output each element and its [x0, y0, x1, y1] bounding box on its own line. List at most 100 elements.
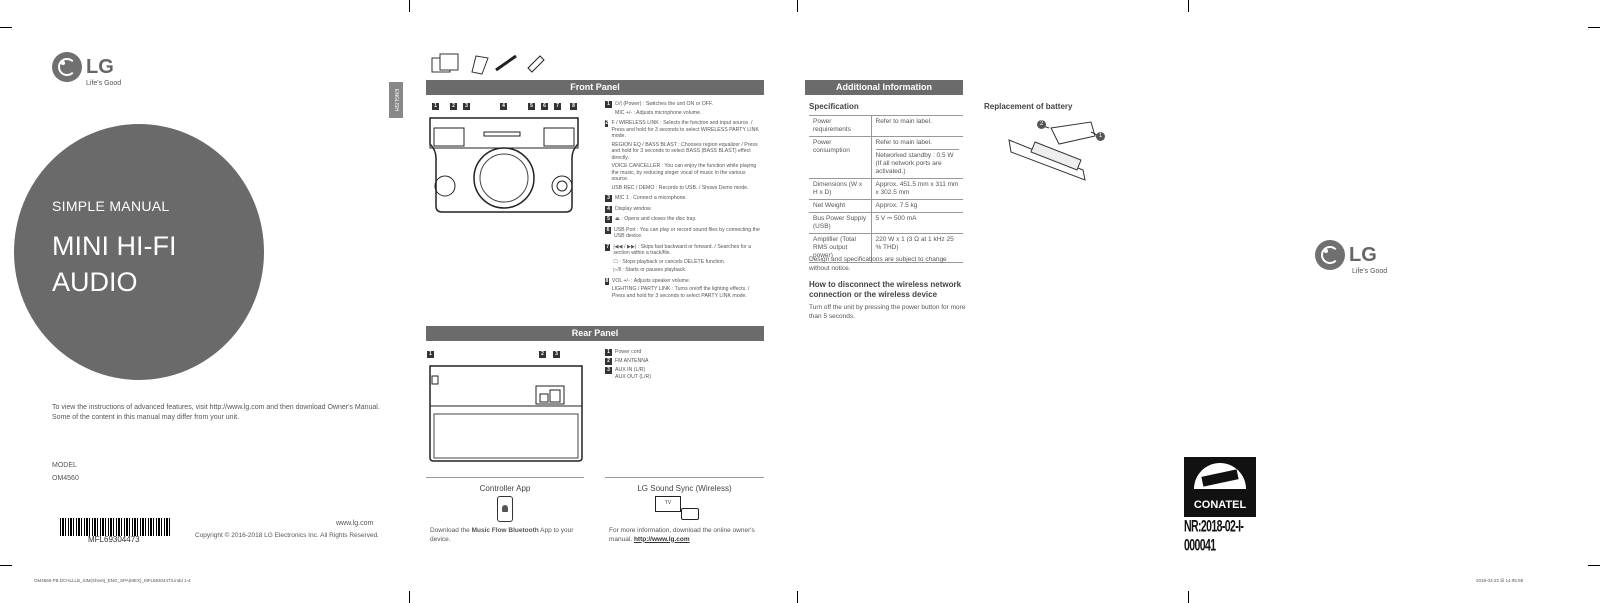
crop-mark: [0, 565, 12, 566]
front-callout: 7: [554, 103, 561, 110]
spec-value: Approx. 451.5 mm x 311 mm x 302.5 mm: [871, 178, 963, 200]
conatel-emblem: [1194, 463, 1246, 489]
spec-row: Amplifier (Total RMS output power)220 W …: [809, 233, 963, 263]
slogan: Life's Good: [86, 80, 122, 87]
smartphone-icon: [497, 496, 513, 522]
conatel-name: CONATEL: [1193, 499, 1247, 511]
item-number: 7: [605, 243, 611, 251]
rear-callout: 3: [553, 351, 560, 358]
controller-text-pre: Download the: [430, 527, 472, 534]
item-number: 6: [605, 226, 611, 234]
divider: [605, 477, 764, 478]
rear-panel-illustration: [426, 362, 586, 464]
battery-title: Replacement of battery: [984, 102, 1073, 111]
brand: LG: [1349, 243, 1377, 266]
additional-info-header: Additional Information: [805, 80, 963, 95]
item-number: 4: [605, 205, 612, 213]
front-item: 7|◀◀ / ▶▶| : Skips fast backward or forw…: [605, 243, 763, 276]
item-text: USB REC / DEMO : Records to USB. / Shows…: [611, 184, 749, 191]
crop-mark: [1588, 27, 1600, 28]
rear-callout: 1: [427, 351, 434, 358]
manual-type: SIMPLE MANUAL: [52, 198, 170, 214]
item-text: MIC +/- : Adjusts microphone volume.: [615, 109, 702, 116]
cover-logo: LG Life's Good: [52, 52, 121, 87]
copyright: Copyright © 2016-2018 LG Electronics Inc…: [195, 532, 379, 539]
controller-text-post: App to your device.: [430, 527, 574, 543]
item-text: LIGHTING / PARTY LINK : Turns on/off the…: [611, 286, 750, 299]
item-text: |◀◀ / ▶▶| : Skips fast backward or forwa…: [613, 243, 752, 257]
controller-app-text: Download the Music Flow Bluetooth App to…: [430, 527, 580, 544]
sound-sync-title: LG Sound Sync (Wireless): [637, 484, 732, 493]
tv-label: TV: [655, 496, 681, 512]
item-number: 1: [605, 101, 612, 108]
front-callout: 4: [500, 103, 507, 110]
lg-logo-icon: [1315, 240, 1345, 270]
spec-value: 220 W x 1 (3 Ω at 1 kHz 25 % THD): [871, 233, 963, 263]
crop-mark: [1188, 0, 1189, 12]
remote-battery-illustration: 2 1: [1005, 118, 1115, 193]
crop-mark: [409, 591, 410, 603]
item-number: 3: [605, 367, 612, 374]
item-text: Power cord: [615, 349, 642, 355]
item-number: 3: [605, 195, 612, 202]
slogan: Life's Good: [1352, 268, 1388, 275]
model-value: OM4560: [52, 475, 79, 482]
language-tab: ENGLISH: [389, 82, 403, 118]
cover-circle: [14, 124, 264, 380]
conatel-registration: NR:2018-02-I-000041: [1184, 517, 1244, 556]
item-text: VOL +/- : Adjusts speaker volume.: [611, 277, 691, 284]
title-line-2: AUDIO: [52, 267, 138, 297]
item-text: MIC 1 : Connect a microphone.: [615, 195, 687, 201]
crop-mark: [409, 0, 410, 12]
controller-app-title: Controller App: [479, 484, 531, 493]
crop-mark: [1588, 565, 1600, 566]
model-label: MODEL: [52, 462, 77, 469]
front-item: 5⏏ : Opens and closes the disc tray.: [605, 216, 763, 225]
barcode: [60, 518, 172, 536]
item-text: ⏏ : Opens and closes the disc tray.: [615, 216, 697, 222]
item-text: F / WIRELESS LINK : Selects the function…: [611, 120, 759, 139]
disconnect-title: How to disconnect the wireless network c…: [809, 280, 962, 299]
lg-link[interactable]: http://www.lg.com: [633, 535, 690, 543]
front-panel-illustration: [426, 114, 582, 216]
title-line-1: MINI HI-FI: [52, 231, 177, 261]
divider: [426, 477, 584, 478]
rear-callout: 2: [539, 351, 546, 358]
front-panel-header: Front Panel: [426, 80, 764, 95]
spec-key: Net Weight: [809, 199, 872, 213]
crop-mark: [0, 27, 12, 28]
lg-logo-icon: [52, 52, 82, 82]
spec-title: Specification: [809, 102, 859, 111]
speaker-icon: [681, 508, 699, 520]
spec-row: Bus Power Supply (USB)5 V ⎓ 500 mA: [809, 212, 963, 234]
item-number: 5: [605, 216, 612, 223]
item-text: USB Port : You can play or record sound …: [613, 226, 760, 240]
back-cover-logo: LG Life's Good: [1315, 240, 1387, 275]
item-text: REGION EQ / BASS BLAST : Chooses region …: [611, 141, 758, 161]
front-callout: 3: [463, 103, 470, 110]
app-name: Music Flow Bluetooth: [471, 527, 539, 534]
item-text: AUX IN (L/R): [615, 367, 646, 373]
spec-key: Bus Power Supply (USB): [809, 212, 872, 234]
item-number: 2: [605, 120, 609, 127]
item-text: FM ANTENNA: [615, 358, 649, 364]
spec-row: Dimensions (W x H x D)Approx. 451.5 mm x…: [809, 178, 963, 200]
spec-value: Approx. 7.5 kg: [871, 199, 963, 213]
battery-callout: 2: [1037, 120, 1046, 129]
item-text: Display window: [615, 205, 651, 212]
item-text: ☐ : Stops playback or cancels DELETE fun…: [613, 258, 726, 265]
tv-audio-icon: TV: [655, 496, 699, 524]
disconnect-text: Turn off the unit by pressing the power …: [809, 304, 966, 320]
front-panel-list: 1⏻/| (Power) : Switches the unit ON or O…: [605, 101, 763, 303]
item-text: VOICE CANCELLER : You can enjoy the func…: [611, 163, 757, 182]
item-text: AUX OUT (L/R): [615, 373, 651, 380]
